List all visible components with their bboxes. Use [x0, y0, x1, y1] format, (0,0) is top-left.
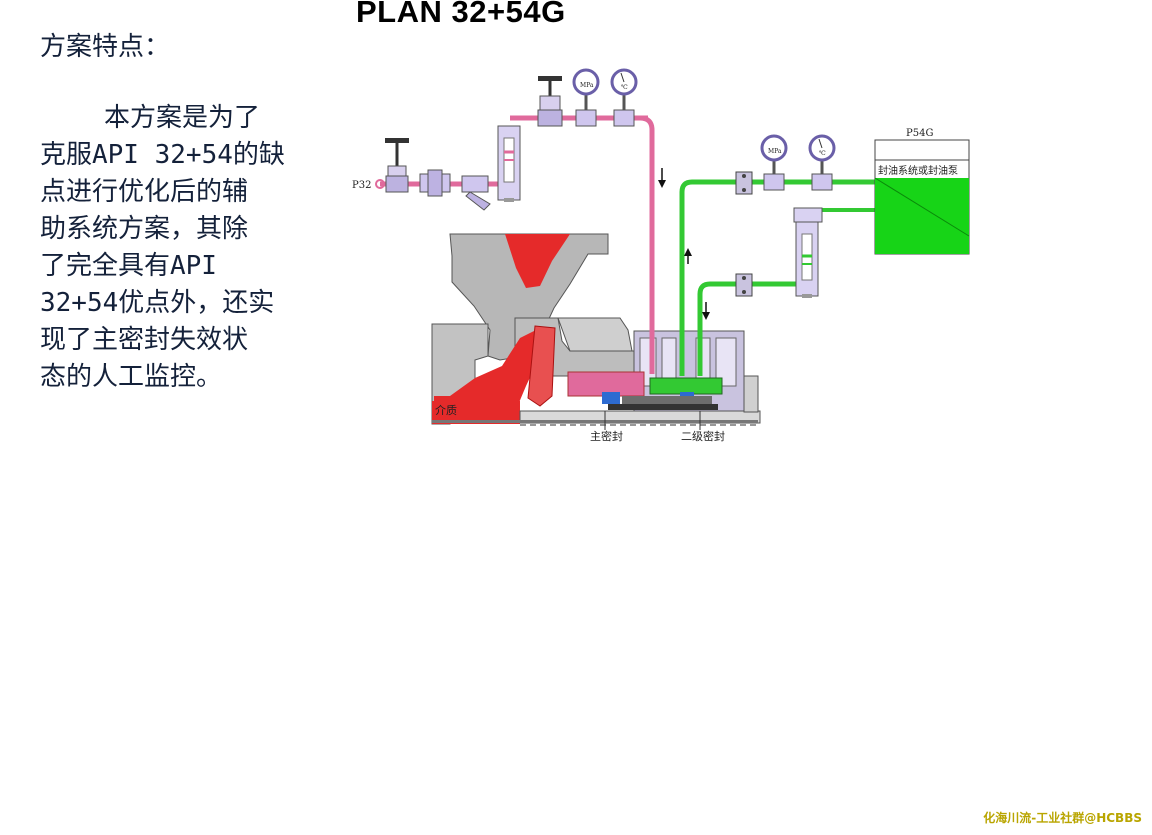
strainer [461, 175, 491, 211]
page-title: PLAN 32+54G [356, 0, 566, 29]
plan-diagram: 介质 主密封 二级密封 P32 [352, 68, 970, 443]
pump-fluid-label: 介质 [435, 404, 457, 417]
flush-temperature-unit: ℃ [621, 84, 628, 91]
watermark: 化海川流-工业社群@HCBBS [983, 811, 1142, 825]
barrier-temperature-unit: ℃ [819, 150, 826, 157]
inlet-connection [375, 179, 385, 189]
seal-chamber [567, 330, 759, 413]
reservoir [874, 139, 970, 255]
union-fitting [419, 169, 451, 197]
description-line: 本方案是为了 [104, 103, 261, 133]
barrier-flange-bottom [735, 273, 753, 297]
barrier-pressure-gauge: MPa [760, 134, 788, 191]
secondary-seal-label: 二级密封 [681, 429, 725, 443]
reservoir-tag: P54G [906, 128, 933, 139]
flush-temperature-gauge: ℃ [610, 68, 638, 127]
process-fluid [432, 234, 570, 424]
inlet-label: P32 [352, 180, 371, 191]
flow-arrow-up-barrier [684, 248, 692, 264]
barrier-flow-indicator [793, 207, 823, 298]
flow-arrow-down-flush [658, 168, 666, 188]
inlet-valve [385, 138, 409, 193]
description-line: 态的人工监控。 [40, 362, 223, 392]
flush-flow-indicator [497, 125, 521, 202]
description-line: 点进行优化后的辅 [40, 177, 249, 207]
description-line: 现了主密封失效状 [40, 325, 249, 355]
description-paragraph: 本方案是为了 克服API 32+54的缺 点进行优化后的辅 助系统方案，其除 了… [40, 100, 340, 396]
description-line: 32+54优点外，还实 [40, 288, 275, 318]
flow-arrow-down-barrier [702, 302, 710, 320]
description-line: 助系统方案，其除 [40, 214, 249, 244]
top-valve [537, 76, 563, 127]
reservoir-label: 封油系统或封油泵 [878, 164, 958, 177]
flush-pressure-gauge: MPa [572, 68, 600, 127]
barrier-flange-top [735, 171, 753, 195]
section-heading: 方案特点： [40, 32, 171, 62]
description-line: 克服API 32+54的缺 [40, 140, 285, 170]
barrier-temperature-gauge: ℃ [808, 134, 836, 191]
primary-seal-label: 主密封 [590, 429, 623, 443]
flush-pressure-unit: MPa [580, 82, 594, 89]
barrier-pressure-unit: MPa [768, 148, 782, 155]
description-line: 了完全具有API [40, 251, 217, 281]
